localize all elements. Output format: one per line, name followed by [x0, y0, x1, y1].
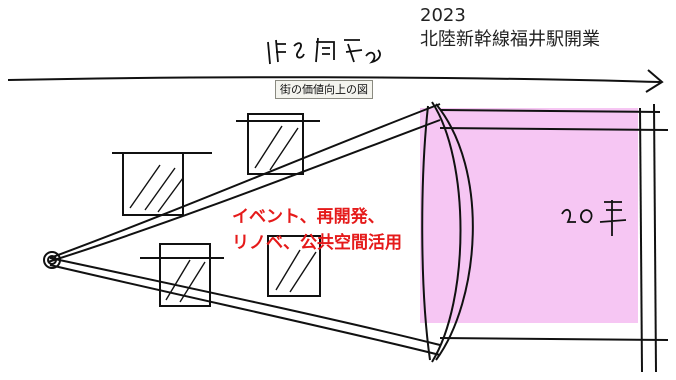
diagram-tooltip: 街の価値向上の図 [275, 80, 373, 99]
timeline-year: 2023 [420, 5, 466, 26]
measures-label: イベント、再開発、 リノベ、公共空間活用 [232, 204, 402, 256]
building-block [159, 243, 211, 307]
handwritten-years [561, 200, 627, 236]
building-block [247, 113, 304, 175]
timeline-arrow [7, 69, 664, 93]
future-value-region [420, 108, 638, 323]
future-frame [439, 103, 669, 373]
measures-line-2: リノベ、公共空間活用 [232, 233, 402, 253]
value-cone [43, 103, 441, 356]
handwritten-label [267, 37, 381, 65]
timeline-event: 北陸新幹線福井駅開業 [420, 29, 600, 50]
building-block [267, 235, 321, 297]
measures-line-1: イベント、再開発、 [232, 207, 385, 227]
building-blocks [112, 113, 321, 307]
